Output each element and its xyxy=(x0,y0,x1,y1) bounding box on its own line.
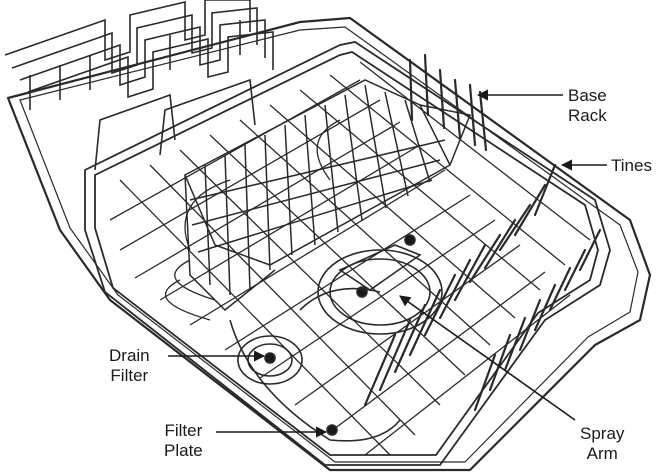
callout-filter-plate-line1: Filter xyxy=(164,421,203,440)
tub-outline xyxy=(6,16,652,472)
callout-base-rack-line1: Base xyxy=(568,86,607,105)
callout-filter-plate-line2: Plate xyxy=(164,441,203,460)
callout-base-rack: Base Rack xyxy=(568,86,607,126)
lower-rack-frame xyxy=(84,41,611,466)
tines-group xyxy=(363,53,602,412)
spray-arm xyxy=(299,234,443,335)
leader-spray-arm xyxy=(399,295,576,421)
rack-grid-b xyxy=(119,61,591,456)
callout-spray-arm-line2: Arm xyxy=(586,444,618,463)
callout-tines-line1: Tines xyxy=(611,156,652,175)
callout-filter-plate: Filter Plate xyxy=(164,421,203,461)
center-basket xyxy=(184,79,472,312)
callout-base-rack-line2: Rack xyxy=(568,106,607,125)
callout-drain-filter-line2: Filter xyxy=(110,366,149,385)
callout-spray-arm-line1: Spray xyxy=(580,424,625,443)
callout-drain-filter-line1: Drain xyxy=(109,346,150,365)
callout-tines: Tines xyxy=(611,156,652,176)
callout-spray-arm: Spray Arm xyxy=(580,424,624,464)
callout-leaders xyxy=(168,89,607,438)
inner-sweep-curves xyxy=(164,119,341,321)
drain-filter xyxy=(237,335,303,385)
callout-drain-filter: Drain Filter xyxy=(109,346,150,386)
